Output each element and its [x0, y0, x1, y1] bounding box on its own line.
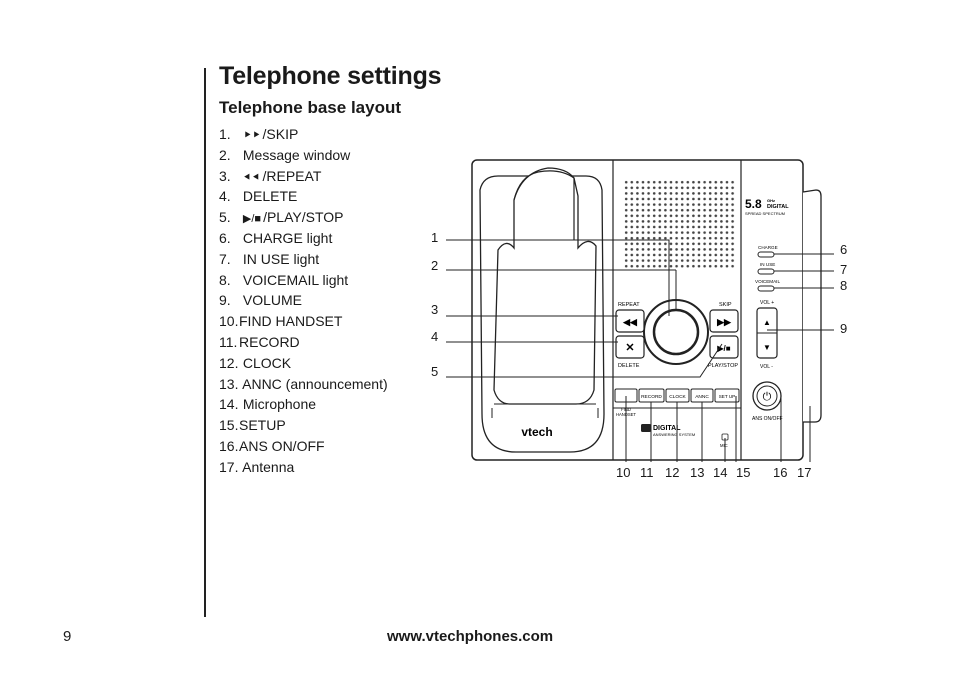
- legend-item-volume: 9. VOLUME: [219, 292, 303, 309]
- legend-item-play-stop: 5. ▶/■/PLAY/STOP: [219, 207, 388, 228]
- play-stop-label: PLAY/STOP: [708, 363, 738, 369]
- digital-label: DIGITAL: [653, 425, 681, 432]
- play-stop-icon: ▶/■: [716, 344, 730, 353]
- callout-9: 9: [840, 321, 847, 336]
- callout-15: 15: [736, 465, 750, 480]
- callout-13: 13: [690, 465, 704, 480]
- in-use-label: IN USE: [760, 262, 775, 267]
- ans-on-off-button[interactable]: [756, 385, 778, 407]
- page-title: Telephone settings: [219, 62, 442, 90]
- vertical-rule: [204, 68, 206, 617]
- voicemail-label: VOICEMAIL: [755, 279, 780, 284]
- section-subtitle: Telephone base layout: [219, 98, 402, 117]
- legend-item-setup: 15.SETUP: [219, 417, 286, 434]
- repeat-icon: ⯇⯇: [242, 171, 261, 184]
- message-window: [652, 308, 700, 356]
- legend-item-repeat: 3. ⯇⯇/REPEAT: [219, 166, 388, 187]
- play-stop-icon: ▶/■: [242, 213, 262, 226]
- callout-5: 5: [431, 364, 438, 379]
- volume-up-icon: ▲: [763, 318, 771, 327]
- volume-down-icon: ▼: [763, 343, 771, 352]
- delete-label: DELETE: [618, 363, 640, 369]
- repeat-button[interactable]: [615, 309, 645, 333]
- callout-6: 6: [840, 242, 847, 257]
- legend-item-voicemail-light: 8. VOICEMAIL light: [219, 271, 349, 288]
- callout-14: 14: [713, 465, 727, 480]
- delete-button[interactable]: [615, 335, 645, 359]
- play-stop-button[interactable]: [709, 335, 739, 359]
- legend-item-antenna: 17. Antenna: [219, 458, 295, 475]
- page-number: 9: [63, 628, 72, 645]
- callout-2: 2: [431, 258, 438, 273]
- callout-1: 1: [431, 230, 438, 245]
- mic-label: MIC: [720, 443, 728, 448]
- legend-list: 1. ⯈⯈/SKIP 2. Message window 3. ⯇⯇/REPEA…: [219, 124, 388, 478]
- legend-item-skip: 1. ⯈⯈/SKIP: [219, 124, 388, 145]
- voicemail-light: [757, 285, 775, 292]
- badge-spread-spectrum: SPREAD SPECTRUM: [745, 211, 785, 216]
- badge-5-8: 5.8: [745, 197, 762, 211]
- leader-lines: [446, 239, 834, 462]
- repeat-icon: ◀◀: [622, 317, 638, 327]
- legend-item-delete: 4. DELETE: [219, 188, 298, 205]
- record-label: RECORD: [641, 394, 662, 400]
- callout-10: 10: [616, 465, 630, 480]
- callout-17: 17: [797, 465, 811, 480]
- in-use-light: [757, 268, 775, 275]
- setup-label: SET UP: [719, 394, 736, 399]
- legend-item-message-window: 2. Message window: [219, 146, 351, 163]
- vol-minus-label: VOL -: [760, 364, 773, 370]
- callout-11: 11: [640, 465, 654, 480]
- repeat-label: REPEAT: [618, 302, 640, 308]
- cradle-ledge-marks: [491, 408, 599, 418]
- badge-digital: DIGITAL: [767, 204, 789, 210]
- legend-item-record: 11.RECORD: [219, 333, 300, 350]
- callout-7: 7: [840, 262, 847, 277]
- legend-item-annc: 13. ANNC (announcement): [219, 375, 388, 392]
- skip-button[interactable]: [709, 309, 739, 333]
- charge-label: CHARGE: [758, 245, 778, 250]
- legend-item-clock: 12. CLOCK: [219, 354, 292, 371]
- delete-icon: ✕: [625, 342, 634, 354]
- legend-item-in-use-light: 7. IN USE light: [219, 250, 320, 267]
- callout-12: 12: [665, 465, 679, 480]
- footer-url[interactable]: www.vtechphones.com: [387, 628, 554, 645]
- setup-button[interactable]: [714, 388, 740, 403]
- skip-icon: ▶▶: [716, 317, 732, 327]
- skip-label: SKIP: [719, 302, 732, 308]
- legend-item-ans-on-off: 16.ANS ON/OFF: [219, 437, 325, 454]
- skip-icon: ⯈⯈: [242, 130, 261, 142]
- leader-1: [446, 239, 670, 316]
- badge-ghz: GHz: [767, 198, 775, 203]
- legend-item-find-handset: 10.FIND HANDSET: [219, 313, 343, 330]
- charge-light: [757, 251, 775, 258]
- speaker-grill: [624, 180, 736, 268]
- ans-on-off-label: ANS ON/OFF: [752, 416, 783, 422]
- leader-5: [446, 343, 723, 378]
- handset-earpiece-outline: [513, 167, 575, 240]
- annc-label: ANNC: [695, 394, 709, 400]
- digital-logo-mark: [641, 424, 651, 432]
- clock-label: CLOCK: [669, 394, 686, 400]
- callout-numbers: 1 2 3 4 5 6 7 8 9 10 11 12 13 14 15 16 1…: [431, 230, 847, 480]
- power-icon: ⏻: [763, 391, 772, 403]
- vtech-logo: vtech: [521, 425, 552, 439]
- legend-item-charge-light: 6. CHARGE light: [219, 229, 333, 246]
- callout-3: 3: [431, 302, 438, 317]
- legend-item-microphone: 14. Microphone: [219, 396, 317, 413]
- answering-system-label: ANSWERING SYSTEM: [653, 432, 695, 437]
- vol-plus-label: VOL +: [760, 300, 774, 306]
- callout-4: 4: [431, 329, 438, 344]
- antenna: [802, 189, 822, 423]
- callout-16: 16: [773, 465, 787, 480]
- callout-8: 8: [840, 278, 847, 293]
